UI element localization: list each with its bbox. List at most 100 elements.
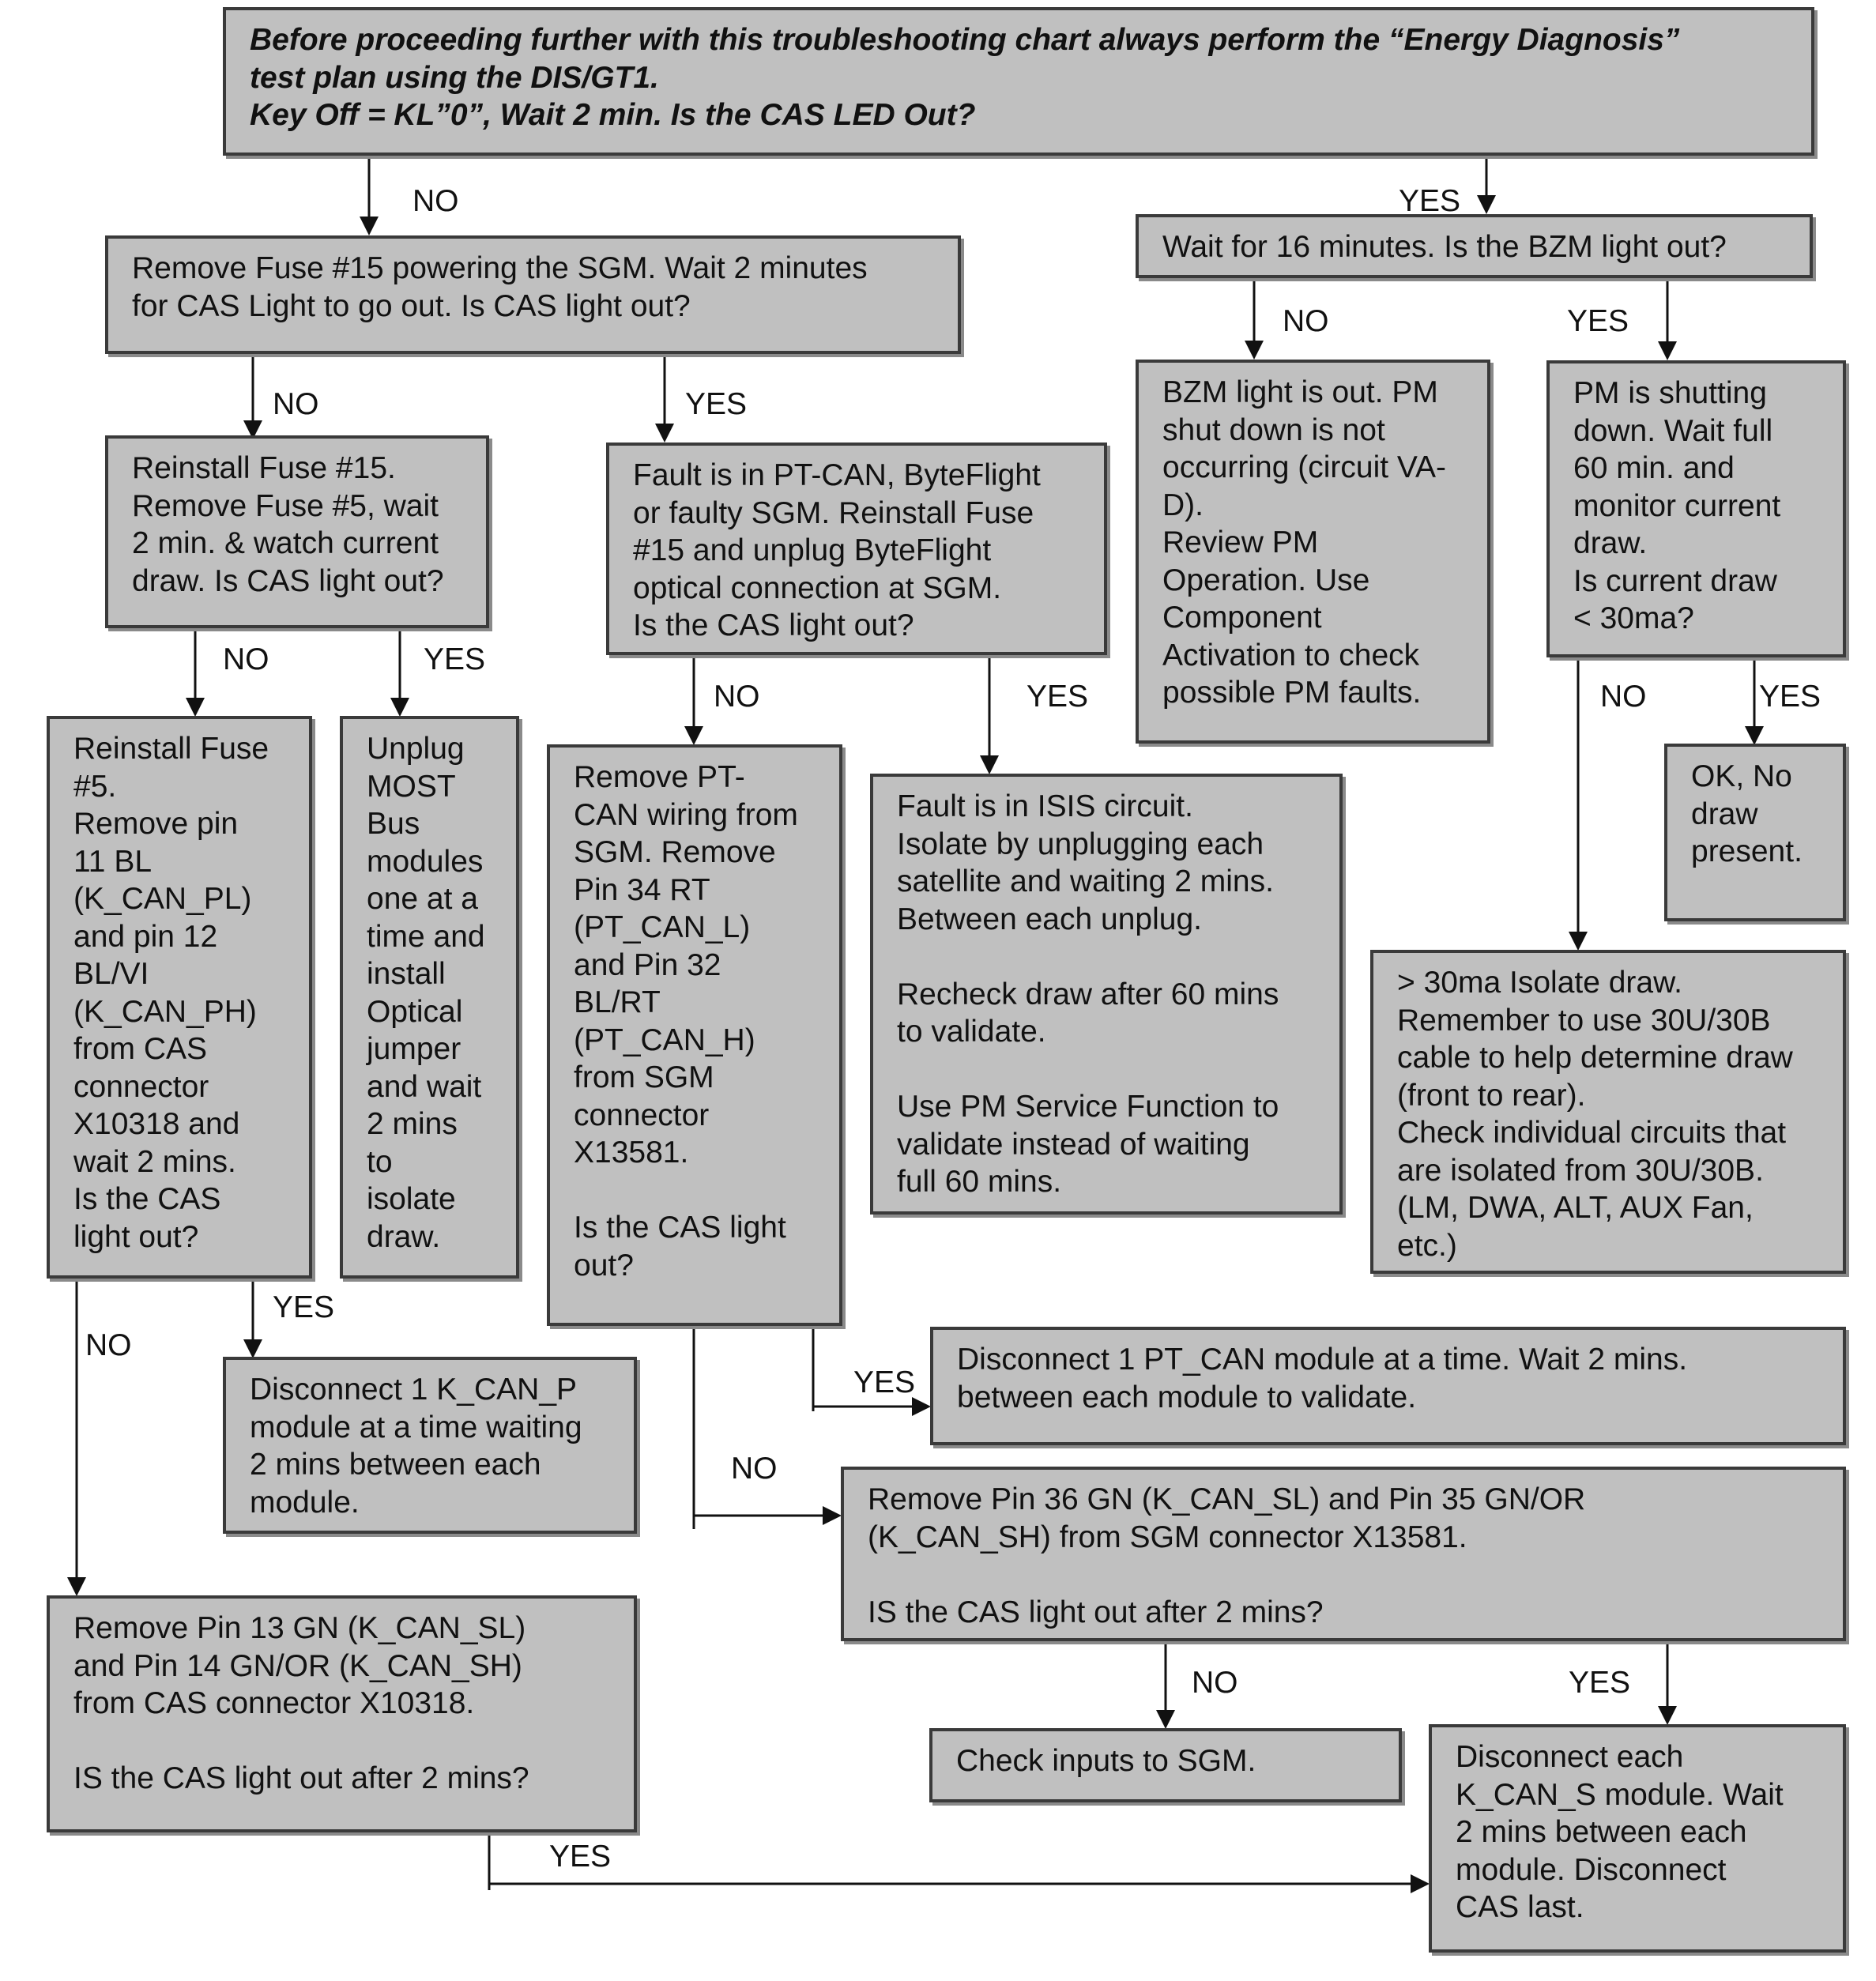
isis-line: Use PM Service Function to <box>897 1090 1279 1124</box>
label-reinstall5-no: NO <box>85 1328 132 1362</box>
kcans-line: 2 mins between each <box>1456 1815 1747 1849</box>
ptcan-module-box: Disconnect 1 PT_CAN module at a time. Wa… <box>930 1327 1846 1445</box>
ptcan-fault-line: #15 and unplug ByteFlight <box>633 533 992 567</box>
remove-ptcan-box: Remove PT- CAN wiring from SGM. Remove P… <box>547 744 842 1326</box>
pin13-line: IS the CAS light out after 2 mins? <box>73 1761 529 1795</box>
wait16-box: Wait for 16 minutes. Is the BZM light ou… <box>1136 214 1813 278</box>
label-fuse15-no: NO <box>273 387 319 421</box>
remove-ptcan-line: from SGM <box>574 1060 714 1094</box>
label-wait16-yes: YES <box>1567 304 1629 338</box>
remove-ptcan-line: and Pin 32 <box>574 947 721 982</box>
most-line: time and <box>367 919 485 954</box>
reinstall5-line: wait 2 mins. <box>73 1144 236 1179</box>
most-line: jumper <box>367 1032 461 1066</box>
isis-line: Between each unplug. <box>897 902 1202 936</box>
ptcan-fault-line: optical connection at SGM. <box>633 571 1002 605</box>
remove-ptcan-line: connector <box>574 1098 710 1132</box>
pin36-line: (K_CAN_SH) from SGM connector X13581. <box>868 1520 1467 1554</box>
remove-ptcan-line: BL/RT <box>574 985 661 1019</box>
intro-box: Before proceeding further with this trou… <box>223 7 1814 156</box>
pin36-box: Remove Pin 36 GN (K_CAN_SL) and Pin 35 G… <box>841 1467 1846 1641</box>
ptcan-module-line: between each module to validate. <box>957 1380 1417 1414</box>
isolate-line: (front to rear). <box>1397 1078 1586 1113</box>
bzm-line: Activation to check <box>1162 638 1420 672</box>
reinstall5-line: BL/VI <box>73 957 149 991</box>
kcanp-line: module. <box>250 1485 360 1520</box>
pin13-line: Remove Pin 13 GN (K_CAN_SL) <box>73 1611 526 1645</box>
inputs-line: Check inputs to SGM. <box>956 1744 1256 1778</box>
bzm-line: possible PM faults. <box>1162 676 1422 710</box>
label-wait16-no: NO <box>1283 304 1329 338</box>
ok-no-draw-box: OK, No draw present. <box>1664 744 1846 921</box>
ptcan-fault-box: Fault is in PT-CAN, ByteFlight or faulty… <box>606 443 1107 655</box>
bzm-line: D). <box>1162 488 1204 522</box>
reinstall5-line: (K_CAN_PH) <box>73 994 257 1029</box>
most-line: to <box>367 1144 393 1179</box>
reinstall15-line: Remove Fuse #5, wait <box>132 488 439 523</box>
remove-ptcan-line: Remove PT- <box>574 760 745 794</box>
kcan-p-box: Disconnect 1 K_CAN_P module at a time wa… <box>223 1357 637 1534</box>
reinstall5-line: from CAS <box>73 1032 208 1066</box>
bzm-line: Operation. Use <box>1162 563 1370 597</box>
label-reinstall15-no: NO <box>223 642 269 676</box>
remove-ptcan-line: SGM. Remove <box>574 835 776 869</box>
reinstall5-line: connector <box>73 1069 209 1104</box>
bzm-line: Review PM <box>1162 525 1319 559</box>
remove-ptcan-line: (PT_CAN_H) <box>574 1023 755 1057</box>
remove-ptcan-line: CAN wiring from <box>574 797 798 832</box>
most-line: and wait <box>367 1069 482 1104</box>
reinstall5-line: (K_CAN_PL) <box>73 882 252 916</box>
reinstall-fuse15-box: Reinstall Fuse #15. Remove Fuse #5, wait… <box>105 435 489 628</box>
reinstall5-line: Remove pin <box>73 807 239 841</box>
remove-ptcan-line: Pin 34 RT <box>574 872 710 907</box>
pm-line: 60 min. and <box>1573 451 1735 485</box>
reinstall5-line: Is the CAS <box>73 1182 221 1216</box>
isolate-line: (LM, DWA, ALT, AUX Fan, <box>1397 1191 1754 1225</box>
label-pm-no: NO <box>1600 680 1647 714</box>
pin13-box: Remove Pin 13 GN (K_CAN_SL) and Pin 14 G… <box>47 1595 637 1832</box>
isis-line: satellite and waiting 2 mins. <box>897 864 1274 898</box>
isolate-line: Remember to use 30U/30B <box>1397 1003 1771 1038</box>
reinstall5-line: light out? <box>73 1219 199 1254</box>
remove-ptcan-line: Is the CAS light <box>574 1211 786 1245</box>
reinstall5-line: X10318 and <box>73 1107 240 1141</box>
arrow-remove-ptcan-no <box>692 1326 842 1525</box>
isolate-line: > 30ma Isolate draw. <box>1397 966 1682 1000</box>
pin13-line: and Pin 14 GN/OR (K_CAN_SH) <box>73 1648 522 1683</box>
pm-line: draw. <box>1573 526 1648 560</box>
most-bus-box: Unplug MOST Bus modules one at a time an… <box>340 716 519 1279</box>
most-line: one at a <box>367 882 478 916</box>
ok-line: OK, No <box>1691 759 1792 793</box>
isis-line <box>897 938 1317 976</box>
check-inputs-box: Check inputs to SGM. <box>929 1728 1402 1802</box>
reinstall5-line: Reinstall Fuse <box>73 732 269 766</box>
remove-ptcan-line <box>574 1172 817 1210</box>
kcan-s-box: Disconnect each K_CAN_S module. Wait 2 m… <box>1429 1724 1846 1953</box>
label-reinstall15-yes: YES <box>424 642 486 676</box>
pm-shutting-box: PM is shutting down. Wait full 60 min. a… <box>1546 360 1846 657</box>
label-remove-ptcan-no: NO <box>731 1452 778 1486</box>
pin13-line: from CAS connector X10318. <box>73 1686 475 1720</box>
intro-line-2: test plan using the DIS/GT1. <box>250 60 659 95</box>
label-fuse15-yes: YES <box>685 387 748 421</box>
reinstall-fuse5-box: Reinstall Fuse #5. Remove pin 11 BL (K_C… <box>47 716 312 1279</box>
bzm-line: BZM light is out. PM <box>1162 375 1438 409</box>
reinstall5-line: 11 BL <box>73 844 153 879</box>
isis-box: Fault is in ISIS circuit. Isolate by unp… <box>870 774 1343 1215</box>
ok-line: present. <box>1691 834 1803 868</box>
ok-line: draw <box>1691 797 1758 831</box>
pin36-line <box>868 1556 1821 1594</box>
pin36-line: Remove Pin 36 GN (K_CAN_SL) and Pin 35 G… <box>868 1482 1586 1516</box>
reinstall5-line: and pin 12 <box>73 919 218 954</box>
isis-line: validate instead of waiting <box>897 1127 1250 1162</box>
pm-line: monitor current <box>1573 488 1781 523</box>
most-line: Unplug <box>367 732 465 766</box>
kcans-line: Disconnect each <box>1456 1740 1684 1774</box>
label-pin36-no: NO <box>1192 1666 1238 1700</box>
kcanp-line: Disconnect 1 K_CAN_P <box>250 1373 578 1407</box>
isis-line: to validate. <box>897 1015 1046 1049</box>
remove-ptcan-line: out? <box>574 1248 634 1282</box>
bzm-out-box: BZM light is out. PM shut down is not oc… <box>1136 360 1490 744</box>
